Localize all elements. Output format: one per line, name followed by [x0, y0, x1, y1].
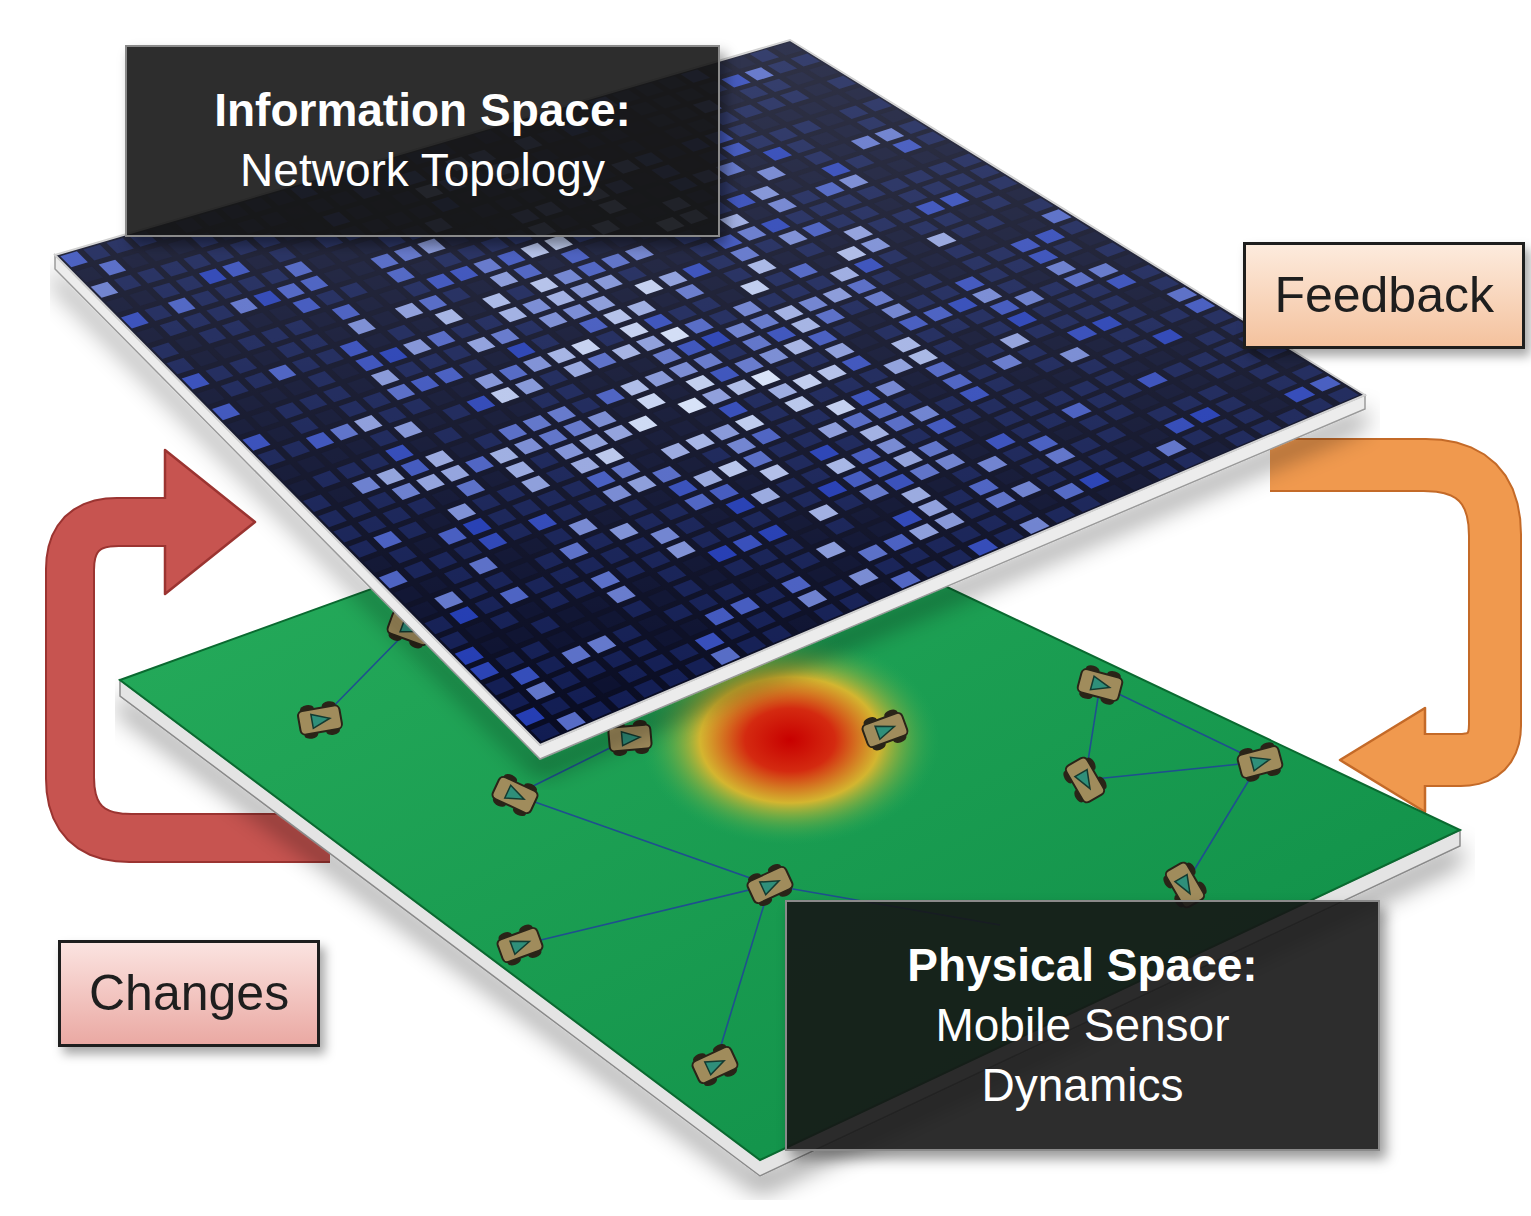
network-link: [1185, 762, 1260, 885]
network-link: [1100, 685, 1260, 762]
robot-heading: [510, 935, 532, 954]
arrow-head: [165, 450, 255, 594]
robot-body: [1077, 668, 1124, 702]
robot-body: [691, 1045, 739, 1085]
arrow-label: Changes: [58, 940, 320, 1047]
panel-heading: Physical Space:: [817, 936, 1348, 996]
panel-body: Network Topology: [213, 141, 633, 201]
robot-body: [746, 865, 794, 905]
label-panel: Physical Space:Mobile Sensor Dynamics: [785, 900, 1380, 1151]
sensor-robot: [859, 707, 910, 753]
robot-body: [1064, 756, 1106, 804]
robot-heading: [400, 619, 422, 638]
robot-heading: [760, 874, 782, 894]
network-link: [1085, 762, 1260, 780]
robot-heading: [505, 785, 527, 805]
robot-body: [386, 610, 434, 647]
robot-heading: [875, 720, 897, 739]
robot-heading: [311, 711, 331, 728]
arrow-outline: [1270, 465, 1495, 760]
panel-body: Mobile Sensor Dynamics: [873, 996, 1293, 1116]
label-panel: Information Space:Network Topology: [125, 45, 720, 237]
network-link: [515, 795, 770, 885]
robot-body: [297, 705, 343, 736]
network-link: [520, 885, 770, 945]
sensor-robot: [1060, 753, 1110, 806]
robot-body: [608, 724, 652, 752]
robot-heading: [1250, 753, 1271, 771]
robot-heading: [705, 1054, 727, 1074]
heat-spot: [640, 635, 940, 845]
plane-surface: [120, 470, 1460, 1160]
network-link: [715, 885, 770, 1065]
plane-node: Information Space:Network Topology: [50, 30, 1380, 790]
arrow-body: [1270, 465, 1495, 760]
robot-heading: [621, 730, 640, 746]
panel-heading: Information Space:: [157, 81, 688, 141]
sensor-robot: [1235, 740, 1284, 784]
arrow-label: Feedback: [1243, 242, 1525, 349]
sensor-robot: [689, 1041, 741, 1090]
robot-heading: [1175, 875, 1196, 898]
sensor-robot: [1075, 663, 1124, 707]
robot-heading: [1075, 770, 1096, 793]
robot-wheel: [396, 606, 412, 618]
sensor-robot: [296, 700, 343, 741]
robot-body: [861, 712, 909, 749]
robot-wheel: [417, 613, 433, 625]
sensor-robot: [489, 771, 541, 820]
sensor-robot: [494, 922, 545, 968]
sensor-robot: [384, 605, 435, 651]
robot-body: [496, 927, 544, 964]
robot-body: [491, 775, 539, 815]
robot-body: [1237, 745, 1284, 779]
robot-heading: [1090, 676, 1111, 694]
sensor-robot: [608, 719, 653, 757]
